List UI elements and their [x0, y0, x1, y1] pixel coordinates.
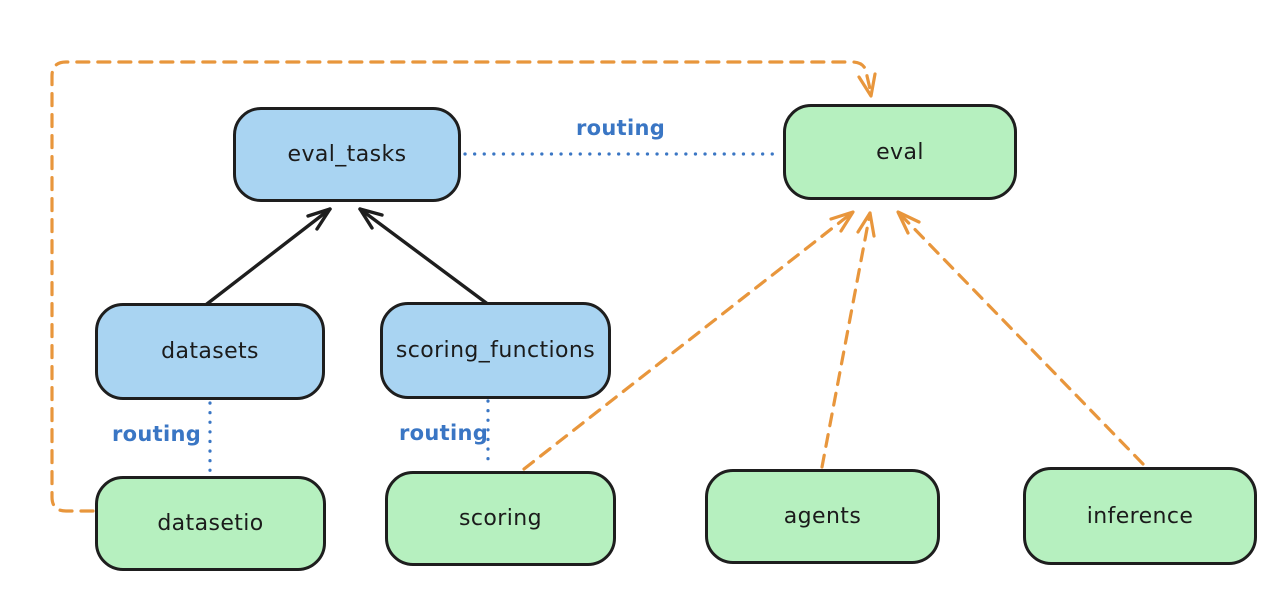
edge-label-routing-scoring-functions-scoring: routing [399, 421, 489, 445]
node-scoring: scoring [385, 471, 616, 566]
node-eval-tasks: eval_tasks [233, 107, 461, 202]
node-datasetio: datasetio [95, 476, 326, 571]
node-scoring-functions: scoring_functions [380, 302, 611, 399]
edge-inference-to-eval [896, 210, 1145, 466]
edge-label-routing-datasets-datasetio: routing [112, 422, 202, 446]
node-inference: inference [1023, 467, 1257, 565]
node-scoring-functions-label: scoring_functions [395, 338, 596, 363]
node-scoring-label: scoring [459, 506, 542, 531]
node-datasets-label: datasets [161, 339, 259, 364]
edge-label-routing-eval-tasks-eval: routing [576, 116, 666, 140]
edge-scoring-to-eval [522, 210, 855, 471]
edge-scoring-functions-to-eval-tasks [358, 207, 491, 307]
node-eval: eval [783, 104, 1017, 200]
edge-datasets-to-eval-tasks [201, 207, 332, 309]
node-inference-label: inference [1086, 503, 1194, 529]
node-eval-label: eval [876, 139, 924, 165]
node-agents-label: agents [783, 504, 862, 529]
node-datasetio-label: datasetio [157, 511, 264, 536]
edge-datasetio-to-eval [50, 60, 877, 513]
node-eval-tasks-label: eval_tasks [287, 142, 407, 167]
node-datasets: datasets [95, 303, 325, 400]
node-agents: agents [705, 469, 940, 564]
edge-agents-to-eval [820, 211, 876, 469]
